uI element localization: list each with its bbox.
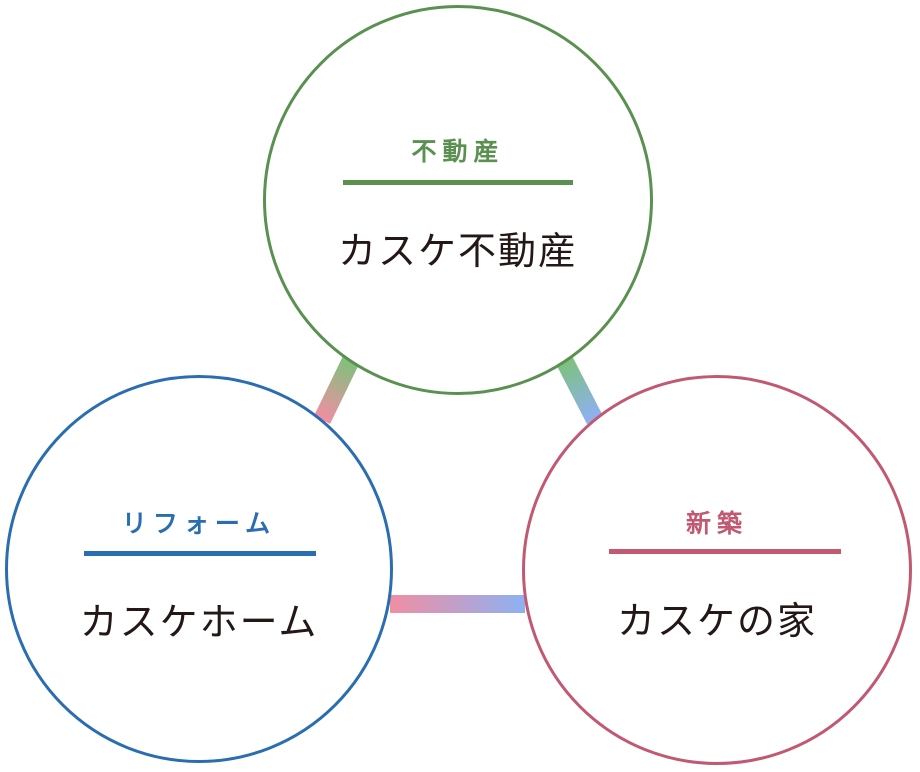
node-real-estate[interactable]: 不動産 カスケ不動産: [263, 5, 653, 395]
category-label: 不動産: [411, 137, 505, 166]
brand-name: カスケホーム: [79, 600, 319, 644]
brand-name: カスケ不動産: [337, 229, 578, 273]
category-label: 新築: [685, 509, 748, 538]
divider-line: [84, 551, 316, 556]
node-new-build[interactable]: 新築 カスケの家: [522, 375, 912, 765]
divider-line: [609, 549, 841, 554]
connector-real-estate-new-build: [555, 353, 603, 425]
connector-real-estate-reform: [313, 354, 361, 424]
brand-name: カスケの家: [616, 599, 817, 643]
divider-line: [343, 180, 573, 185]
node-reform[interactable]: リフォーム カスケホーム: [5, 375, 393, 763]
category-label: リフォーム: [121, 509, 277, 538]
